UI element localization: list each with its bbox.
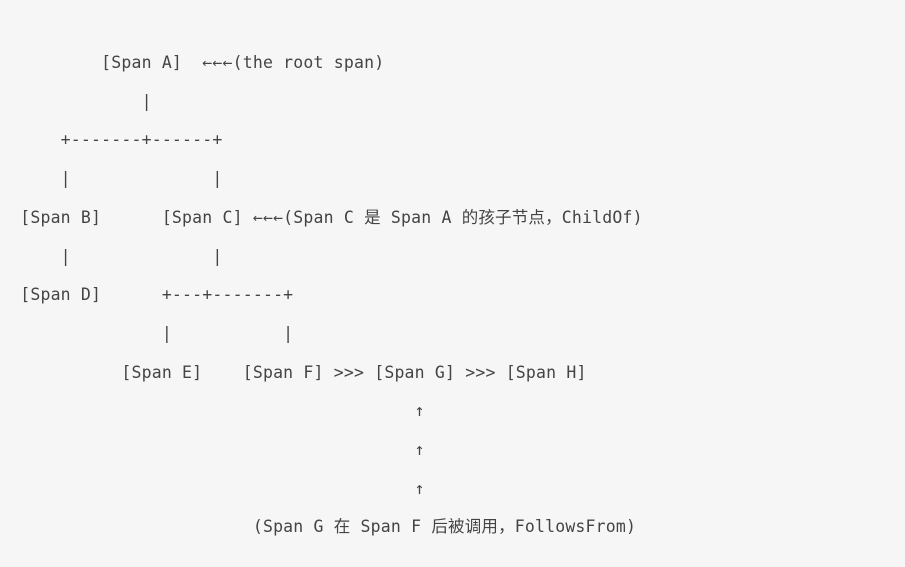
- span-relationship-ascii-art: [Span A] ←←←(the root span) | +-------+-…: [20, 53, 643, 537]
